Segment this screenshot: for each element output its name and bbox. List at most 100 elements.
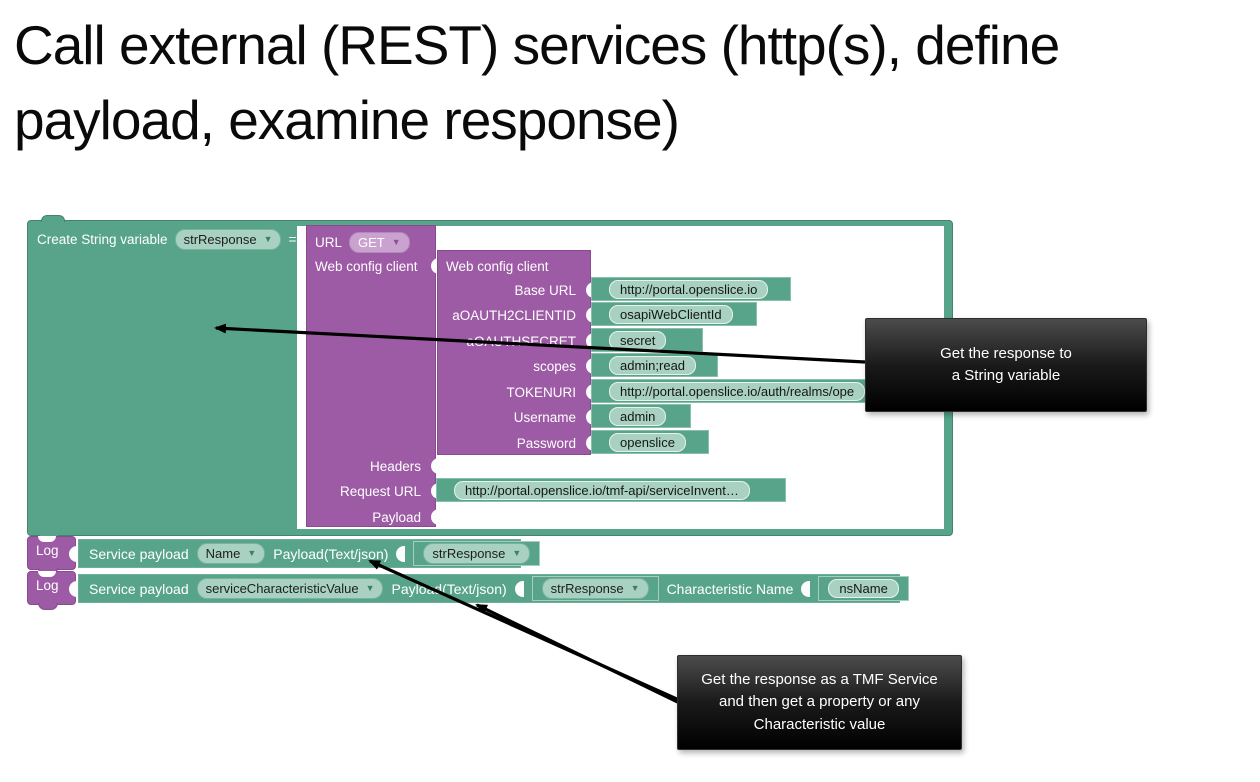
service-payload-label: Service payload xyxy=(89,580,189,597)
input-socket xyxy=(431,483,440,499)
log-block-1[interactable]: Log xyxy=(27,536,76,575)
request-url-input-row: Request URL xyxy=(307,479,440,503)
chevron-down-icon: ▼ xyxy=(247,548,257,558)
service-payload-row-2[interactable]: Service payload serviceCharacteristicVal… xyxy=(69,574,909,603)
callout-line: Get the response to xyxy=(940,344,1072,362)
input-socket xyxy=(586,307,595,323)
slide-title-line1: Call external (REST) services (http(s), … xyxy=(14,14,1060,76)
payload-label: Payload xyxy=(372,509,421,525)
slide-title: Call external (REST) services (http(s), … xyxy=(14,8,1060,158)
str-response-variable-block[interactable]: strResponse ▼ xyxy=(413,541,541,566)
log-block-2[interactable]: Log xyxy=(27,571,76,610)
input-socket xyxy=(586,358,595,374)
request-url-value-field[interactable]: http://portal.openslice.io/tmf-api/servi… xyxy=(454,480,750,500)
service-payload-row-1[interactable]: Service payload Name ▼ Payload(Text/json… xyxy=(69,539,541,568)
callout-string-variable: Get the response to a String variable xyxy=(865,318,1147,412)
variable-dropdown-value: strResponse xyxy=(183,231,257,247)
password-value-field[interactable]: openslice xyxy=(609,432,686,452)
input-socket xyxy=(586,384,595,400)
scopes-value-block[interactable]: admin;read xyxy=(591,353,718,377)
username-value-block[interactable]: admin xyxy=(591,404,691,428)
input-socket xyxy=(431,258,440,274)
input-socket xyxy=(431,509,440,525)
callout-line: a String variable xyxy=(951,367,1061,384)
web-config-client-input-label: Web config client xyxy=(315,258,418,274)
variable-dropdown[interactable]: strResponse ▼ xyxy=(174,228,282,250)
input-socket xyxy=(586,409,595,425)
tokenuri-value-block[interactable]: http://portal.openslice.io/auth/realms/o… xyxy=(591,379,868,403)
input-socket xyxy=(586,435,595,451)
http-method-dropdown[interactable]: GET ▼ xyxy=(349,231,410,253)
scopes-label: scopes xyxy=(533,358,576,374)
equals-operator: = xyxy=(288,231,297,247)
oauth2-clientid-label: aOAUTH2CLIENTID xyxy=(452,307,576,323)
input-socket xyxy=(586,282,595,298)
str-response-variable-block[interactable]: strResponse ▼ xyxy=(531,576,659,601)
chevron-down-icon: ▼ xyxy=(263,233,273,244)
payload-text-json-label: Payload(Text/json) xyxy=(391,580,507,597)
web-config-client-title: Web config client xyxy=(446,258,549,274)
callout-line: and then get a property or any xyxy=(719,693,920,711)
create-variable-label: Create String variable xyxy=(37,231,168,247)
web-config-client-block[interactable]: Web config client Base URL aOAUTH2CLIENT… xyxy=(437,250,595,455)
previous-connector-notch xyxy=(38,536,56,542)
slide-title-line2: payload, examine response) xyxy=(14,88,680,151)
chevron-down-icon: ▼ xyxy=(391,236,401,247)
request-url-label: Request URL xyxy=(339,483,421,499)
log-label: Log xyxy=(36,543,59,558)
url-request-block[interactable]: URL GET ▼ Web config client Headers Requ… xyxy=(306,225,440,529)
oauth-secret-value-field[interactable]: secret xyxy=(609,330,667,350)
oauth-secret-value-block[interactable]: secret xyxy=(591,328,703,352)
password-label: Password xyxy=(516,435,576,451)
chevron-down-icon: ▼ xyxy=(630,583,640,593)
callout-line: Characteristic value xyxy=(753,715,886,733)
oauth2-clientid-value-field[interactable]: osapiWebClientId xyxy=(609,304,733,324)
str-response-value: strResponse xyxy=(432,546,506,561)
input-socket xyxy=(514,580,524,597)
input-socket xyxy=(69,581,78,597)
base-url-value-block[interactable]: http://portal.openslice.io xyxy=(591,277,791,301)
ns-name-value-field[interactable]: nsName xyxy=(828,579,899,598)
ns-name-value-block[interactable]: nsName xyxy=(818,576,909,601)
base-url-label: Base URL xyxy=(514,282,576,298)
input-socket xyxy=(801,580,811,597)
username-label: Username xyxy=(513,409,576,425)
headers-input-row: Headers xyxy=(307,454,440,478)
previous-connector-notch xyxy=(41,215,65,222)
oauth-secret-label: aOAUTHSECRET xyxy=(466,333,576,349)
property-dropdown[interactable]: Name ▼ xyxy=(196,543,266,564)
headers-label: Headers xyxy=(369,458,421,474)
http-method-value: GET xyxy=(358,234,385,250)
log-label: Log xyxy=(36,578,59,593)
arrow-to-log-row-2 xyxy=(475,603,689,709)
tokenuri-label: TOKENURI xyxy=(506,384,576,400)
payload-input-row: Payload xyxy=(307,505,440,529)
request-url-value-block[interactable]: http://portal.openslice.io/tmf-api/servi… xyxy=(436,478,786,502)
input-socket xyxy=(431,458,440,474)
callout-line: Get the response as a TMF Service xyxy=(701,670,938,688)
base-url-value-field[interactable]: http://portal.openslice.io xyxy=(609,279,769,299)
tokenuri-value-field[interactable]: http://portal.openslice.io/auth/realms/o… xyxy=(609,381,866,401)
chevron-down-icon: ▼ xyxy=(365,583,375,593)
oauth2-clientid-value-block[interactable]: osapiWebClientId xyxy=(591,302,757,326)
service-payload-label: Service payload xyxy=(89,545,189,562)
characteristic-property-dropdown[interactable]: serviceCharacteristicValue ▼ xyxy=(196,578,384,599)
str-response-value: strResponse xyxy=(550,581,624,596)
property-dropdown-value: Name xyxy=(205,546,241,561)
str-response-dropdown[interactable]: strResponse ▼ xyxy=(423,543,531,564)
input-socket xyxy=(396,545,406,562)
scopes-value-field[interactable]: admin;read xyxy=(609,355,697,375)
url-block-title: URL xyxy=(315,234,343,250)
payload-text-json-label: Payload(Text/json) xyxy=(273,545,389,562)
characteristic-name-label: Characteristic Name xyxy=(666,580,794,597)
chevron-down-icon: ▼ xyxy=(512,548,522,558)
previous-connector-notch xyxy=(38,571,56,577)
next-connector-tab xyxy=(38,603,58,610)
str-response-dropdown[interactable]: strResponse ▼ xyxy=(541,578,649,599)
web-config-client-input-row: Web config client xyxy=(307,254,440,278)
password-value-block[interactable]: openslice xyxy=(591,430,709,454)
callout-tmf-service: Get the response as a TMF Service and th… xyxy=(677,655,962,750)
username-value-field[interactable]: admin xyxy=(609,406,667,426)
characteristic-property-value: serviceCharacteristicValue xyxy=(205,581,359,596)
